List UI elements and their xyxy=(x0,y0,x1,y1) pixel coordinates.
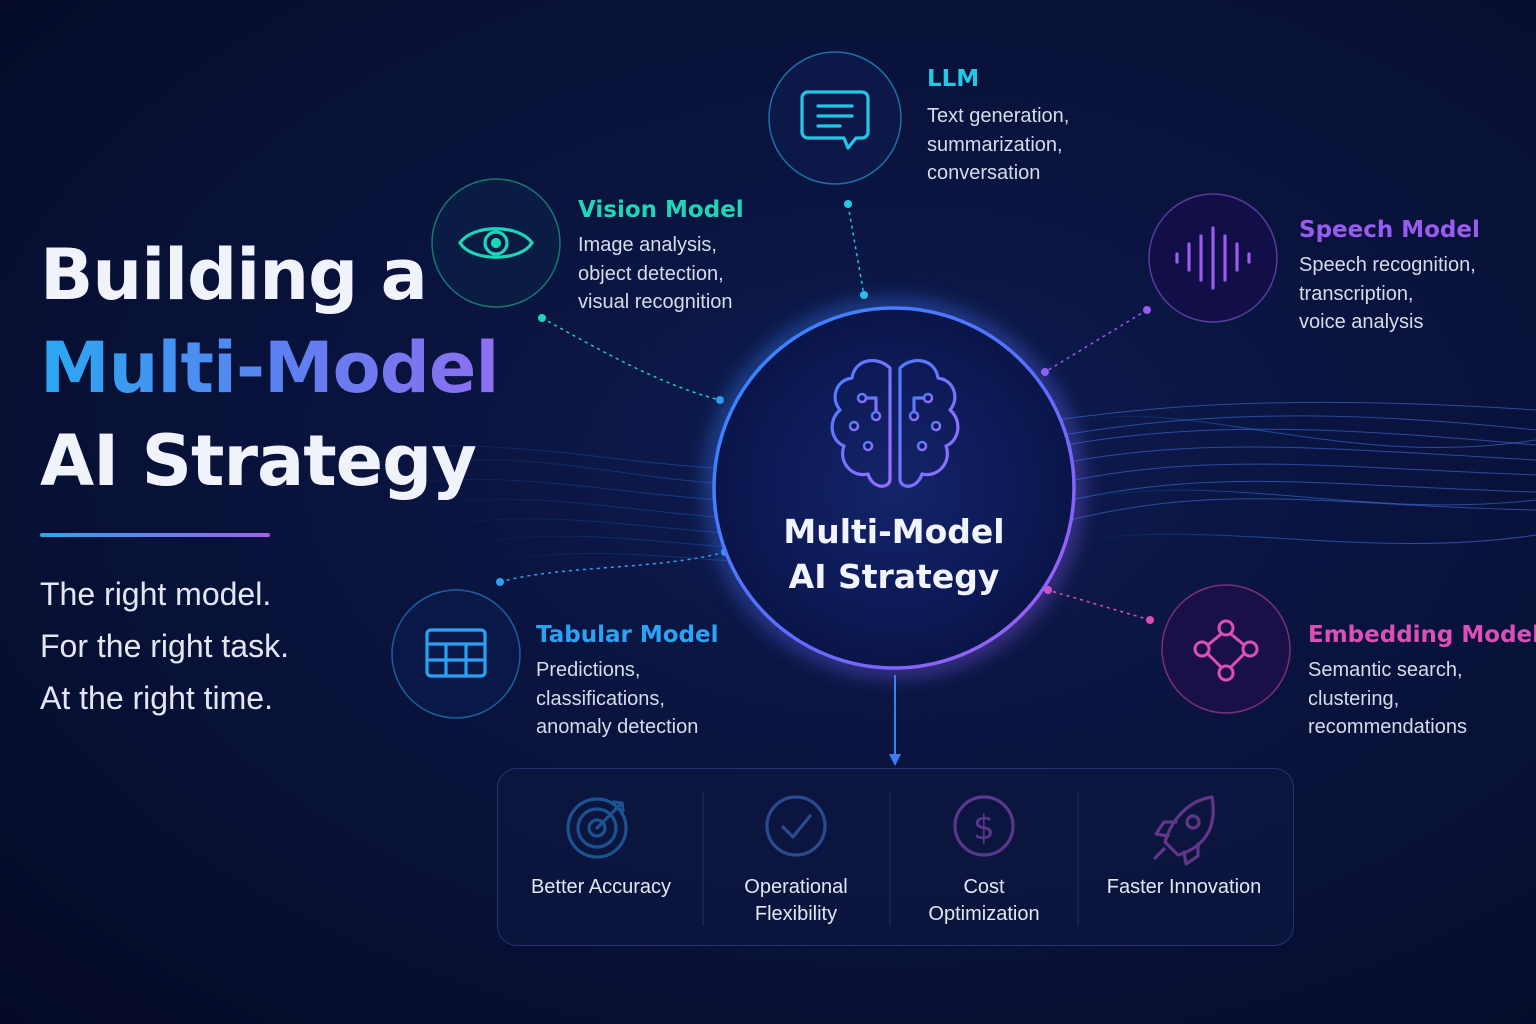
tabular-title: Tabular Model xyxy=(536,622,719,648)
llm-desc-line-3: conversation xyxy=(927,162,1041,184)
headline-line-1: Building a xyxy=(40,234,428,316)
vision-desc-line-2: object detection, xyxy=(578,262,724,285)
benefits-panel xyxy=(497,768,1294,946)
benefit-label-line-2: Optimization xyxy=(928,903,1040,925)
embedding-icon-circle xyxy=(1161,584,1291,714)
benefit-better-accuracy: Better Accuracy xyxy=(506,874,696,901)
embedding-card: Embedding Model Semantic search, cluster… xyxy=(1308,622,1536,742)
benefit-faster-innovation: Faster Innovation xyxy=(1089,874,1279,901)
tabular-desc-line-1: Predictions, xyxy=(536,659,641,681)
benefit-operational-flexibility: Operational Flexibility xyxy=(701,874,891,928)
connectors xyxy=(499,204,1151,621)
speech-card: Speech Model Speech recognition, transcr… xyxy=(1299,217,1480,337)
vision-desc-line-3: visual recognition xyxy=(578,291,733,313)
benefit-cost-optimization: Cost Optimization xyxy=(889,874,1079,928)
headline-underline xyxy=(40,533,270,537)
speech-title: Speech Model xyxy=(1299,217,1480,243)
down-arrow xyxy=(889,675,901,766)
benefit-label: Faster Innovation xyxy=(1106,876,1262,898)
brain-nodes xyxy=(848,392,942,452)
tabular-desc-line-3: anomaly detection xyxy=(536,716,699,738)
center-label-line-1: Multi-Model xyxy=(783,512,1005,551)
eye-icon xyxy=(458,227,534,259)
benefit-label-line-2: Flexibility xyxy=(754,903,838,925)
tabular-desc-line-2: classifications, xyxy=(536,687,665,710)
embedding-title: Embedding Model xyxy=(1308,622,1536,648)
benefit-label: Better Accuracy xyxy=(530,876,672,898)
vector-nodes-icon xyxy=(1193,619,1259,682)
tabular-icon-circle xyxy=(391,589,521,719)
center-label-line-2: AI Strategy xyxy=(788,557,1000,596)
llm-desc-line-1: Text generation, xyxy=(927,105,1070,127)
headline-line-3: AI Strategy xyxy=(40,420,477,502)
tagline-line-1: The right model. xyxy=(40,576,272,612)
llm-desc-line-2: summarization, xyxy=(927,133,1063,156)
table-grid-icon xyxy=(425,628,487,678)
embedding-desc-line-2: clustering, xyxy=(1308,687,1400,710)
tagline-line-2: For the right task. xyxy=(40,628,289,664)
sound-wave-icon xyxy=(1175,226,1251,290)
llm-title: LLM xyxy=(927,66,980,92)
tabular-card: Tabular Model Predictions, classificatio… xyxy=(536,622,718,742)
speech-desc-line-2: transcription, xyxy=(1299,282,1414,305)
chat-bubble-icon xyxy=(800,90,870,150)
llm-icon-circle xyxy=(768,51,902,185)
tagline-line-3: At the right time. xyxy=(40,680,273,716)
embedding-desc-line-1: Semantic search, xyxy=(1308,659,1463,681)
llm-card: LLM Text generation, summarization, conv… xyxy=(927,66,1069,188)
center-core xyxy=(707,301,1081,675)
vision-card: Vision Model Image analysis, object dete… xyxy=(578,197,744,317)
speech-desc-line-3: voice analysis xyxy=(1299,311,1424,333)
vision-desc-line-1: Image analysis, xyxy=(578,234,717,256)
vision-title: Vision Model xyxy=(578,197,744,223)
headline-line-2: Multi-Model xyxy=(40,327,499,409)
benefit-label-line-1: Cost xyxy=(963,876,1005,898)
embedding-desc-line-3: recommendations xyxy=(1308,716,1467,738)
speech-desc-line-1: Speech recognition, xyxy=(1299,254,1476,276)
benefit-label-line-1: Operational xyxy=(744,876,848,898)
